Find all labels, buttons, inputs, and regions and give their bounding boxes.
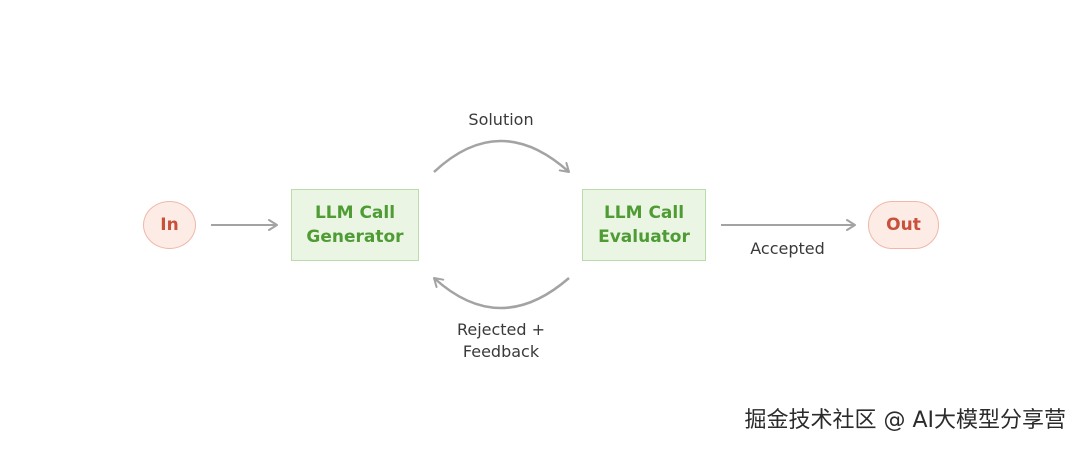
generator-node-line1: LLM Call: [314, 203, 396, 223]
evaluator-node-line1: LLM Call: [603, 203, 685, 223]
output-node: Out: [868, 201, 939, 249]
output-node-label: Out: [886, 215, 921, 235]
evaluator-node: LLM Call Evaluator: [582, 189, 706, 261]
input-node: In: [143, 201, 196, 249]
solution-label: Solution: [468, 110, 534, 129]
watermark: 掘金技术社区 @ AI大模型分享营: [744, 408, 1066, 433]
accepted-label: Accepted: [750, 239, 825, 258]
edge-solution-arc: [433, 139, 570, 173]
rejected-label-line2: Feedback: [462, 342, 540, 361]
edge-rejected-arc: [433, 277, 570, 310]
evaluator-node-line2: Evaluator: [598, 227, 690, 247]
rejected-feedback-label: Rejected + Feedback: [430, 319, 572, 363]
generator-node-line2: Generator: [306, 227, 404, 247]
generator-node: LLM Call Generator: [291, 189, 419, 261]
input-node-label: In: [160, 215, 179, 235]
rejected-label-line1: Rejected +: [456, 320, 546, 339]
